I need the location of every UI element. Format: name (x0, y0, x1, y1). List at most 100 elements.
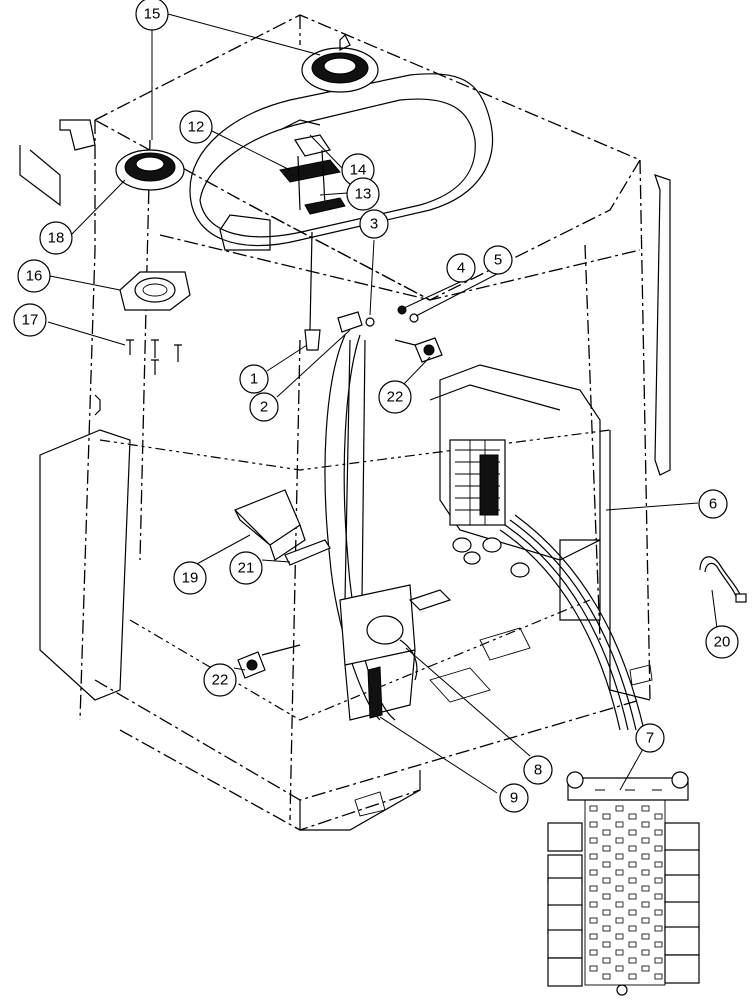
screws-17 (126, 339, 182, 375)
right-lower-panel (609, 430, 651, 701)
fuse-cell (589, 901, 598, 908)
callout-16: 16 (17, 259, 51, 293)
callout-22-upper: 22 (378, 380, 412, 414)
fuse-cell (589, 853, 598, 860)
grille-ring (134, 277, 176, 303)
relay-block (449, 439, 506, 526)
left-handle-2 (59, 119, 96, 151)
tie-loop-inner (704, 562, 739, 603)
fuse-cell (641, 901, 650, 908)
callout-18: 18 (39, 221, 73, 255)
fuse-cell (628, 813, 637, 820)
cab-outline (39, 14, 651, 831)
callout-19-label: 19 (182, 570, 199, 587)
leader-15-right (167, 13, 321, 56)
console-recess (366, 615, 404, 645)
callout-13-label: 13 (355, 186, 372, 203)
fuse-cell (641, 821, 650, 828)
sheet-fuse-column (584, 799, 666, 986)
fuse-cell (602, 925, 611, 932)
relay-fuse-strip (479, 454, 499, 516)
sheet-bolt-left (566, 771, 584, 789)
speaker-rear (301, 33, 379, 93)
callout-6-label: 6 (709, 496, 717, 513)
leader-5 (415, 273, 498, 317)
fuse-cell (654, 973, 663, 980)
fuse-cell (589, 885, 598, 892)
console-bracket (408, 589, 452, 611)
fuse-cell (628, 957, 637, 964)
floor-edge (94, 679, 641, 801)
tie-head (735, 593, 747, 603)
mid-rail (99, 429, 611, 471)
callout-21: 21 (229, 551, 263, 585)
lamp-base-13 (304, 197, 346, 215)
roof-lower-edge (159, 234, 641, 301)
leader-22-lower (233, 667, 246, 671)
relays-left (547, 822, 583, 987)
sheet-bottom-bolt (616, 984, 628, 996)
fuse-cell (641, 869, 650, 876)
callout-15: 15 (135, 0, 169, 31)
dome-lamp-assembly (279, 119, 346, 215)
console-lead-8 (399, 639, 418, 681)
callout-8-label: 8 (534, 762, 542, 779)
fuse-cell (615, 917, 624, 924)
fuse-cell (628, 845, 637, 852)
floor-pad-d (629, 664, 653, 686)
base-edge (119, 729, 421, 831)
fuse-cell (641, 949, 650, 956)
fuse-cell (589, 949, 598, 956)
leader-14 (309, 134, 343, 169)
fuse-cell (615, 901, 624, 908)
leader-19 (194, 534, 251, 566)
sheet-header (567, 777, 689, 801)
speaker-grille-16 (119, 271, 191, 311)
callout-22-lower-label: 22 (212, 672, 229, 689)
fuse-cell (628, 925, 637, 932)
step-base (299, 770, 421, 831)
fuse-cell (615, 949, 624, 956)
connector-d (510, 562, 530, 578)
strap-21 (284, 539, 331, 566)
plug-22-upper (394, 337, 443, 363)
fuse-cell (641, 917, 650, 924)
console-connector-9 (367, 666, 383, 719)
connector-a (452, 537, 472, 553)
fuse-cell (615, 885, 624, 892)
fuse-cell (654, 813, 663, 820)
right-rear-post (639, 159, 651, 701)
roof-front-edge (249, 204, 431, 301)
callout-9-label: 9 (510, 790, 518, 807)
ribbon-c (509, 519, 637, 731)
ribbon-d (514, 514, 645, 731)
callout-2: 2 (249, 392, 279, 422)
fuse-cell (615, 853, 624, 860)
fuse-cell (641, 805, 650, 812)
sheet-bolt-right (671, 771, 689, 789)
leader-6 (605, 502, 699, 511)
fuse-cell (602, 893, 611, 900)
callout-9: 9 (499, 783, 529, 813)
floor-pad-a (429, 667, 491, 703)
fuse-cell (615, 869, 624, 876)
callout-8: 8 (523, 755, 553, 785)
callout-14-label: 14 (350, 162, 367, 179)
fuse-cell (602, 877, 611, 884)
lamp-lens-14 (279, 159, 341, 183)
fuse-cell (628, 941, 637, 948)
fuse-cell (628, 877, 637, 884)
floor-pad-b (479, 627, 531, 661)
screw-a (126, 339, 134, 355)
roof-headliner (189, 73, 494, 251)
fuse-cell (602, 813, 611, 820)
connector-b (482, 537, 502, 553)
antenna-base-1 (304, 329, 321, 351)
fuse-cell (615, 837, 624, 844)
callout-22-lower: 22 (203, 663, 237, 697)
leader-16 (49, 275, 121, 291)
tray-front (234, 509, 271, 546)
fuse-cell (602, 845, 611, 852)
leader-1 (266, 344, 308, 372)
leader-22-upper (401, 356, 431, 387)
